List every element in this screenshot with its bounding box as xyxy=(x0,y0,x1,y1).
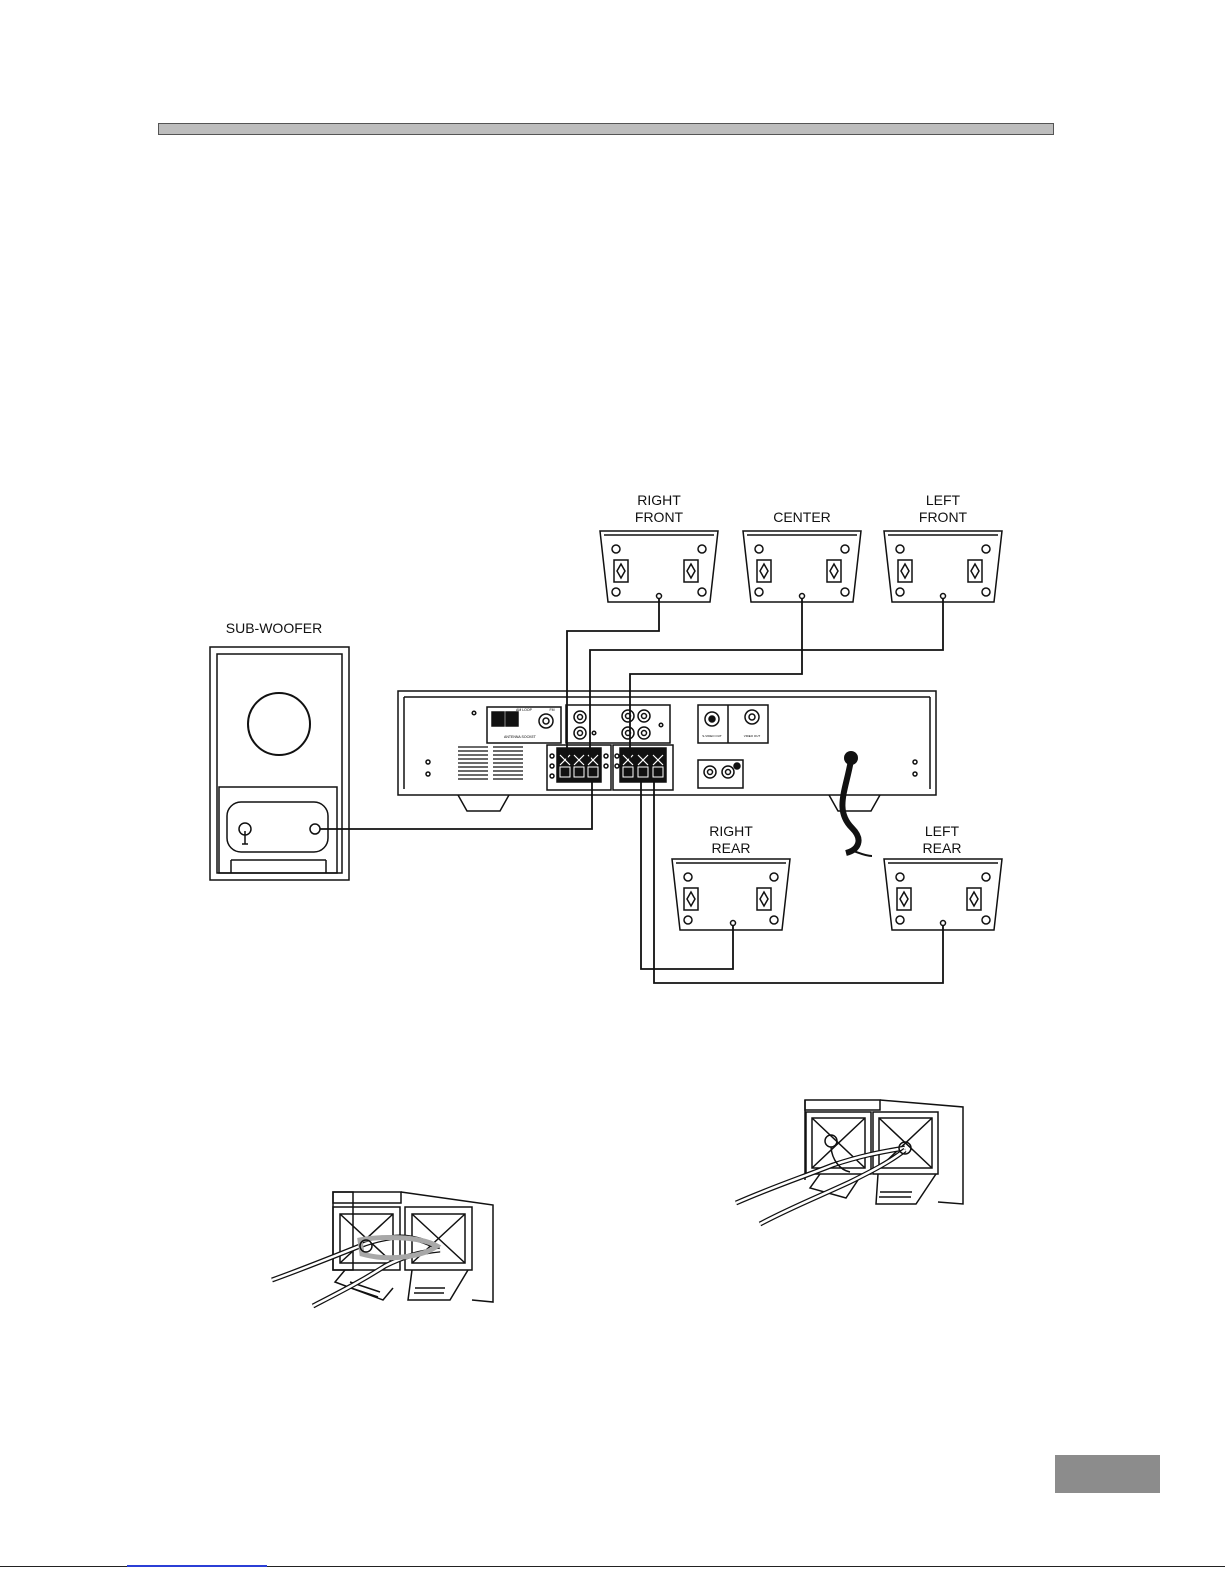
right-front-label-line1: RIGHT xyxy=(637,492,681,508)
receiver-rear-panel xyxy=(398,691,936,811)
center-label: CENTER xyxy=(773,509,831,525)
subwoofer xyxy=(210,647,349,880)
left-front-label-line1: LEFT xyxy=(926,492,961,508)
left-front-label-line2: FRONT xyxy=(919,509,968,525)
left-rear-label-line1: LEFT xyxy=(925,823,960,839)
page-number-tab xyxy=(1055,1455,1160,1493)
center-speaker xyxy=(743,531,861,602)
speaker-pair-illustration-right xyxy=(736,1100,963,1224)
fm-label: FM xyxy=(549,708,554,712)
footer-link-underline[interactable] xyxy=(127,1565,267,1567)
subwoofer-label: SUB-WOOFER xyxy=(226,620,322,636)
left-front-speaker xyxy=(884,531,1002,602)
svideo-label: S-VIDEO OUT xyxy=(702,734,722,738)
am-loop-label: AM LOOP xyxy=(516,708,533,712)
wire-left-rear xyxy=(654,782,943,983)
speaker-pair-illustration-left xyxy=(272,1192,493,1306)
wire-subwoofer xyxy=(320,782,592,829)
power-cord xyxy=(842,751,872,856)
video-out-label: VIDEO OUT xyxy=(744,734,761,738)
left-rear-label-line2: REAR xyxy=(923,840,962,856)
left-rear-speaker xyxy=(884,859,1002,930)
right-rear-label-line1: RIGHT xyxy=(709,823,753,839)
right-front-speaker xyxy=(600,531,718,602)
right-rear-speaker xyxy=(672,859,790,930)
right-front-label-line2: FRONT xyxy=(635,509,684,525)
right-rear-label-line2: REAR xyxy=(712,840,751,856)
antenna-socket-label: ANTENNA SOCKET xyxy=(504,735,537,739)
